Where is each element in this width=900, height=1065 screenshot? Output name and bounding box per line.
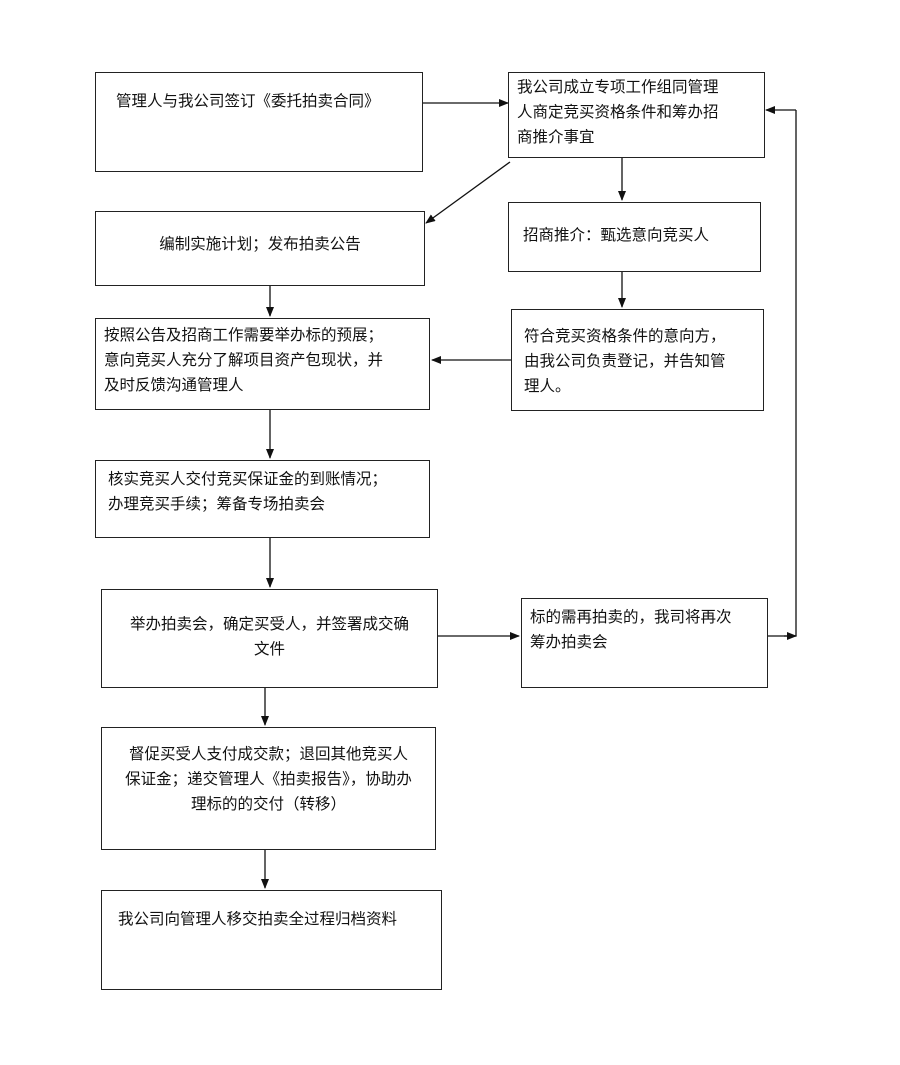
step-preview-exhibition: 按照公告及招商工作需要举办标的预展； 意向竞买人充分了解项目资产包现状，并 及时…	[95, 318, 430, 410]
step-verify-deposit-text: 核实竞买人交付竞买保证金的到账情况； 办理竞买手续；筹备专场拍卖会	[108, 470, 388, 513]
step-payment-and-transfer-text: 督促买受人支付成交款；退回其他竞买人 保证金；递交管理人《拍卖报告》，协助办 理…	[125, 745, 412, 813]
step-reauction: 标的需再拍卖的，我司将再次 筹办拍卖会	[521, 598, 768, 688]
step-archive-handover-text: 我公司向管理人移交拍卖全过程归档资料	[118, 910, 398, 928]
step-verify-deposit: 核实竞买人交付竞买保证金的到账情况； 办理竞买手续；筹备专场拍卖会	[95, 460, 430, 538]
step-form-working-group-text: 我公司成立专项工作组同管理 人商定竞买资格条件和筹办招 商推介事宜	[517, 78, 719, 146]
step-sign-contract-text: 管理人与我公司签订《委托拍卖合同》	[116, 92, 380, 110]
step-reauction-text: 标的需再拍卖的，我司将再次 筹办拍卖会	[530, 608, 732, 651]
step-register-bidder: 符合竞买资格条件的意向方， 由我公司负责登记，并告知管 理人。	[511, 309, 764, 411]
step-register-bidder-text: 符合竞买资格条件的意向方， 由我公司负责登记，并告知管 理人。	[524, 327, 726, 395]
connector-b9-to-loop	[768, 110, 797, 637]
arrow-b2-to-b3	[425, 161, 511, 224]
step-investment-promotion-text: 招商推介：甄选意向竞买人	[523, 226, 710, 244]
step-form-working-group: 我公司成立专项工作组同管理 人商定竞买资格条件和筹办招 商推介事宜	[508, 72, 765, 158]
step-publish-announcement-text: 编制实施计划；发布拍卖公告	[159, 235, 361, 253]
step-preview-exhibition-text: 按照公告及招商工作需要举办标的预展； 意向竞买人充分了解项目资产包现状，并 及时…	[104, 326, 384, 394]
step-archive-handover: 我公司向管理人移交拍卖全过程归档资料	[101, 890, 442, 990]
step-investment-promotion: 招商推介：甄选意向竞买人	[508, 202, 761, 272]
step-sign-contract: 管理人与我公司签订《委托拍卖合同》	[95, 72, 423, 172]
step-publish-announcement: 编制实施计划；发布拍卖公告	[95, 211, 425, 286]
step-hold-auction: 举办拍卖会，确定买受人，并签署成交确 文件	[101, 589, 438, 688]
step-payment-and-transfer: 督促买受人支付成交款；退回其他竞买人 保证金；递交管理人《拍卖报告》，协助办 理…	[101, 727, 436, 850]
step-hold-auction-text: 举办拍卖会，确定买受人，并签署成交确 文件	[129, 615, 409, 658]
